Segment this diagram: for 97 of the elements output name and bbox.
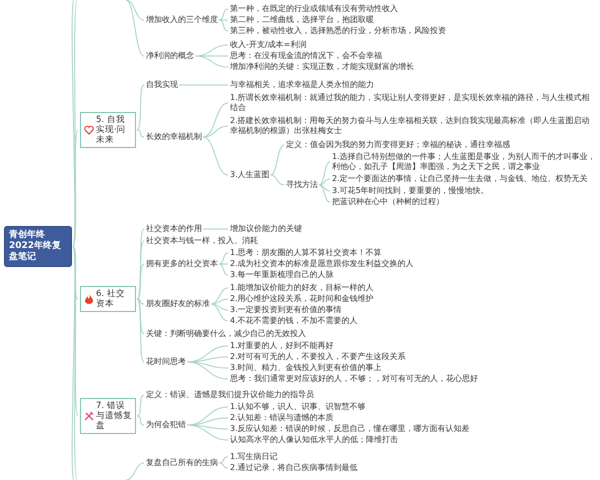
- branch-text: 1.写生病日记: [230, 452, 278, 462]
- branch-line: [318, 162, 330, 186]
- branch-line: [202, 228, 228, 230]
- branch-line: [202, 102, 228, 138]
- branch-line: [72, 130, 78, 247]
- branch-line: [318, 184, 330, 202]
- branch-line: [136, 416, 144, 426]
- topic-box: [80, 398, 136, 434]
- branch-text: 1.对重要的人，好到不能再好: [230, 341, 334, 351]
- branch-line: [186, 424, 228, 440]
- branch-text: 3.一定要投资到更有价值的事情: [230, 305, 342, 315]
- branch-text: 增加议价能力的关键: [230, 224, 302, 234]
- branch-text: 4.不花不需要的钱，不加不需要的人: [230, 316, 358, 326]
- branch-line: [136, 298, 144, 304]
- branch-line: [318, 184, 330, 192]
- branch-text: 2.搭建长效幸福机制：用每天的努力奋斗与人生幸福相关联，达到自我实现最高标准（即人生蓝图启动幸福机制的根源）出张桂梅女士: [230, 116, 596, 136]
- branch-line: [270, 144, 284, 176]
- branch-text: 第三种，被动性收入，选择熟悉的行业，分析市场，风险投资: [230, 26, 446, 36]
- branch-text: 第二种，二维曲线，选择平台，抱团取暖: [230, 15, 374, 25]
- branch-text: 3.可花5年时间找到，要重要的，慢慢地快。: [332, 186, 489, 196]
- branch-text: 拥有更多的社交资本: [146, 259, 218, 269]
- root-topic: 青创年终2022年终复盘笔记: [4, 226, 72, 267]
- branch-line: [136, 264, 144, 300]
- branch-text: 花时间思考: [146, 357, 186, 367]
- branch-text: 关键：判断明确要什么，减少自己的无效投入: [146, 329, 306, 339]
- branch-line: [210, 298, 228, 304]
- branch-line: [136, 240, 144, 300]
- branch-text: 认知高水平的人像认知低水平人的低；降维打击: [230, 435, 398, 445]
- branch-line: [218, 462, 228, 468]
- branch-text: 定义：错误、遗憾是我们提升议价能力的指导员: [146, 390, 314, 400]
- branch-text: 社交资本与钱一样，投入、消耗: [146, 236, 258, 246]
- branch-text: 收入-开支/成本=利润: [230, 40, 306, 50]
- topic-text: 5. 自我实现·问未来: [96, 115, 127, 145]
- branch-text: 朋友圈好友的标准: [146, 299, 210, 309]
- branch-line: [210, 304, 228, 322]
- branch-text: 1.所谓长效幸福机制：就通过我的能力，实现让别人变得更好，是实现长效幸福的路径，与人生模式相结合: [230, 93, 596, 113]
- branch-text: 1.思考：朋友圈的人算不算社交资本！不算: [230, 248, 382, 258]
- branch-line: [72, 0, 78, 247]
- branch-text: 2.通过记录，将自己疾病事情到最低: [230, 463, 358, 473]
- branch-line: [72, 246, 76, 480]
- branch-text: 2.成为社交资本的标准是愿意跟你发生利益交换的人: [230, 259, 414, 269]
- branch-text: 思考：在没有现金流的情况下，会不会幸福: [230, 51, 382, 61]
- branch-text: 定义：值会因为我的努力而变得更好；幸福的秘诀，通往幸福感: [286, 140, 510, 150]
- branch-line: [210, 304, 228, 310]
- branch-text: 第一种，在既定的行业或领域有没有劳动性收入: [230, 4, 398, 14]
- branch-line: [210, 288, 228, 304]
- branch-text: 3.每一年重新梳理自己的人脉: [230, 270, 334, 280]
- branch-text: 思考：我们通常更对应该好的人，不够；，对可有可无的人，花心思好: [230, 374, 478, 384]
- branch-text: 2.认知差：错误与遗憾的本质: [230, 413, 334, 423]
- branch-line: [136, 84, 144, 130]
- branch-text: 增加净利润的关键：实现正数，才能实现财富的增长: [230, 62, 414, 72]
- branch-line: [72, 246, 78, 416]
- branch-text: 3.人生蓝图: [230, 170, 270, 180]
- branch-line: [136, 130, 144, 138]
- branch-text: 3.反应认知差：错误的时候，反思自己，懂在哪里，哪方面有认知差: [230, 424, 470, 434]
- branch-line: [136, 298, 144, 362]
- branch-line: [136, 228, 144, 300]
- branch-line: [202, 136, 228, 176]
- branch-text: 长效的幸福机制: [146, 132, 202, 142]
- branch-line: [72, 246, 78, 300]
- branch-text: 1.能增加议价能力的好友，目标一样的人: [230, 283, 374, 293]
- branch-line: [318, 178, 330, 186]
- branch-text: 净利润的概念: [146, 51, 194, 61]
- branch-line: [218, 8, 228, 20]
- branch-line: [194, 56, 228, 68]
- branch-text: 自我实现: [146, 80, 178, 90]
- branch-line: [186, 362, 228, 380]
- topic-box: [80, 286, 136, 312]
- branch-line: [126, 462, 144, 480]
- branch-line: [178, 84, 228, 86]
- branch-line: [126, 0, 144, 56]
- branch-text: 寻找方法: [286, 180, 318, 190]
- branch-text: 2.对可有可无的人，不要投入，不要产生这段关系: [230, 352, 406, 362]
- branch-line: [270, 174, 284, 186]
- branch-text: 社交资本的作用: [146, 224, 202, 234]
- branch-line: [126, 0, 144, 20]
- branch-text: 2.用心维护这段关系，花时间和金钱维护: [230, 294, 374, 304]
- branch-text: 复盘自己所有的生病: [146, 458, 218, 468]
- branch-text: 把蓝识种在心中（种树的过程）: [332, 197, 444, 207]
- branch-text: 2.定一个要面达的事情，让自己坚持一生去做，与金钱、地位、权势无关: [332, 174, 588, 184]
- branch-text: 3.时间、精力、金钱投入到更有价值的事上: [230, 363, 382, 373]
- branch-line: [218, 264, 228, 276]
- branch-line: [218, 20, 228, 32]
- branch-line: [218, 252, 228, 264]
- branch-text: 1.选择自己特别想做的一件事；人生蓝图是事业，为别人而干的才叫事业，利他心，如孔子【周游】率图强，为之天下之民，谓之事业: [332, 152, 598, 172]
- branch-line: [136, 394, 144, 416]
- branch-text: 增加收入的三个维度: [146, 15, 218, 25]
- branch-text: 1.认知不够，识人、识事、识智慧不够: [230, 402, 366, 412]
- topic-box: [80, 112, 136, 148]
- branch-line: [72, 246, 78, 480]
- branch-line: [136, 298, 144, 334]
- topic-text: 6. 社交资本: [96, 289, 126, 309]
- branch-line: [218, 456, 228, 464]
- topic-text: 7. 错误与遗憾复盘: [96, 401, 132, 431]
- branch-text: 为何会犯错: [146, 420, 186, 430]
- branch-text: 与幸福相关，追求幸福是人类永恒的能力: [230, 80, 374, 90]
- branch-line: [202, 126, 228, 138]
